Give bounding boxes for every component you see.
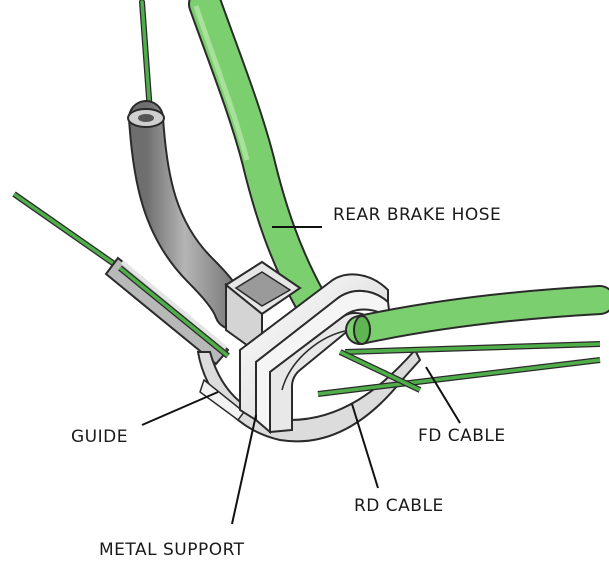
leader-lines xyxy=(141,226,461,525)
label-rear-brake-hose: REAR BRAKE HOSE xyxy=(333,205,502,225)
metal-support xyxy=(239,273,392,435)
left-cable xyxy=(12,191,122,271)
gray-cable-housing xyxy=(127,100,250,330)
label-guide: GUIDE xyxy=(71,427,128,447)
label-fd-cable: FD CABLE xyxy=(418,426,506,446)
rear-brake-hose xyxy=(188,0,327,317)
hose-socket xyxy=(224,260,302,358)
leader-rd-cable xyxy=(351,403,379,489)
top-cable xyxy=(139,0,153,115)
leader-guide xyxy=(141,391,219,426)
fd-cable xyxy=(344,341,601,355)
rd-cable xyxy=(317,349,601,397)
right-hose xyxy=(345,285,609,345)
guide-tube xyxy=(104,256,230,366)
leader-metal-support xyxy=(231,414,257,525)
label-metal-support: METAL SUPPORT xyxy=(99,540,245,560)
leader-fd-cable xyxy=(425,366,461,424)
label-rd-cable: RD CABLE xyxy=(354,496,444,516)
